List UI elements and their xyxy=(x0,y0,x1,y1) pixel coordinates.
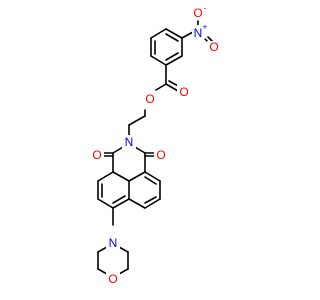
nitro-o-minus-label: O xyxy=(193,6,202,20)
carbonyl-o-label: O xyxy=(179,85,188,99)
nitro-n-label: N xyxy=(194,26,203,40)
imide-n-label: N xyxy=(125,135,134,149)
atom-labels: N + O - O O O N O O N O xyxy=(90,4,221,286)
nitro-o-charge: - xyxy=(204,4,207,13)
molecule-structure: N + O - O O O N O O N O xyxy=(90,3,221,286)
nitro-o-label: O xyxy=(209,40,218,54)
ester-o-label: O xyxy=(145,92,154,106)
morpholine-o-label: O xyxy=(108,272,117,286)
morpholine-n-label: N xyxy=(109,236,118,250)
nitro-n-charge: + xyxy=(203,23,208,32)
imide-o-left-label: O xyxy=(92,148,101,162)
imide-o-right-label: O xyxy=(156,148,165,162)
